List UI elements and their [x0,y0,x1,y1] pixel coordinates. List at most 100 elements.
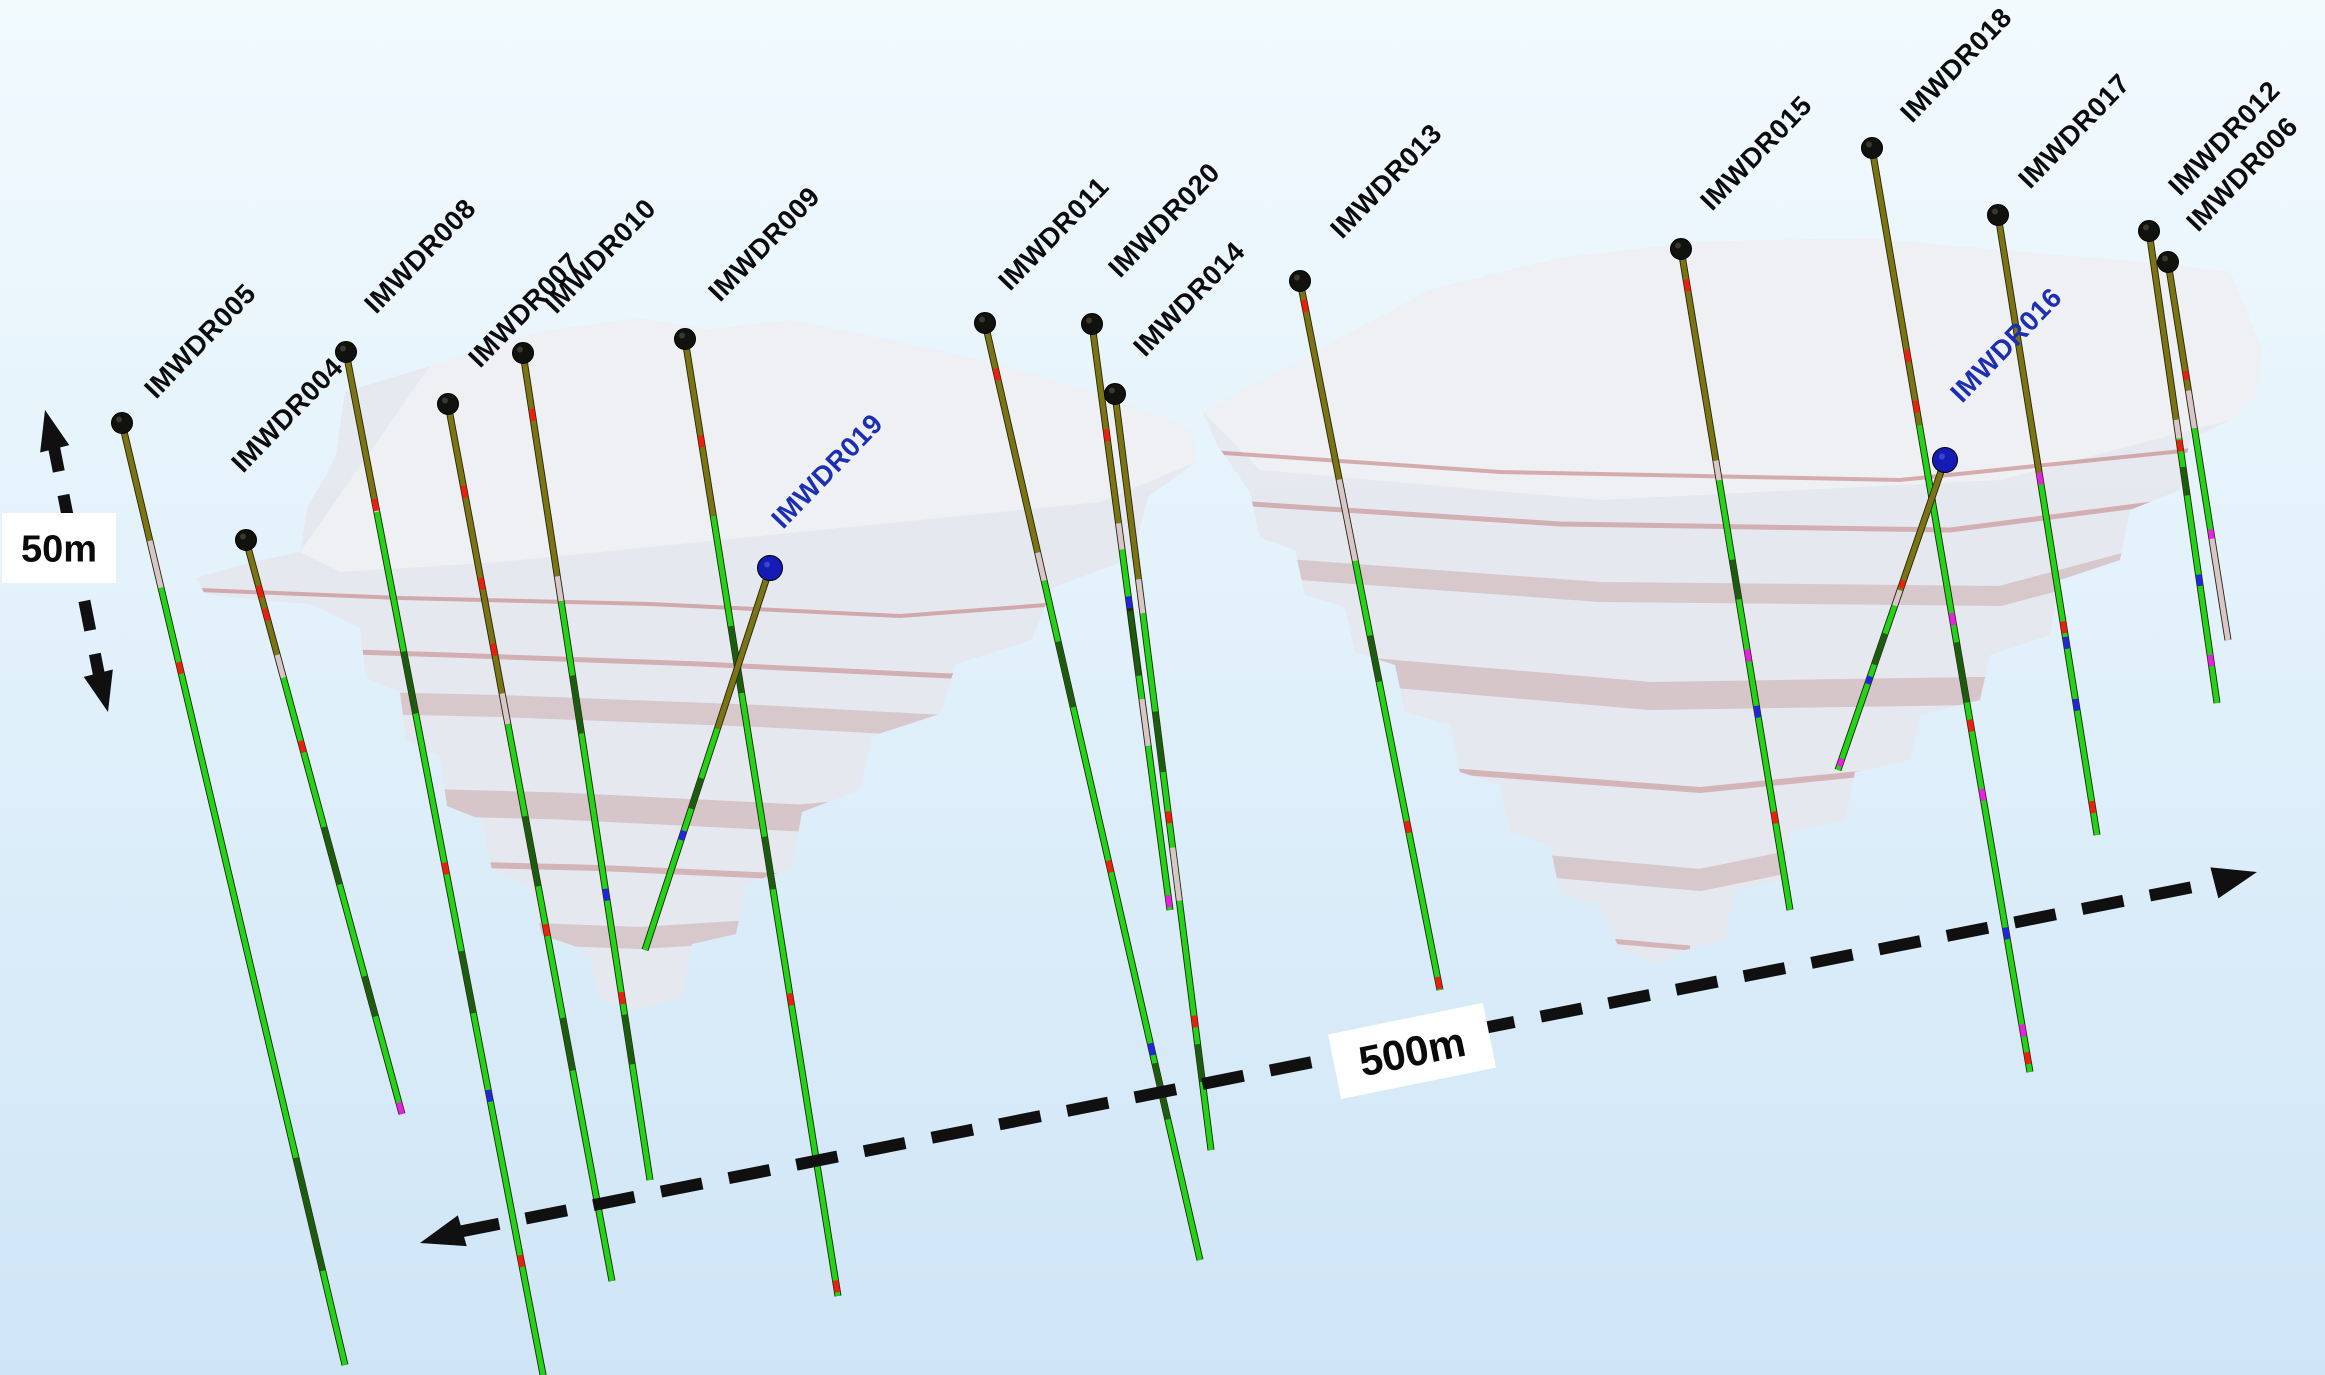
drillhole-IMWDR006[interactable] [2157,251,2232,641]
drillhole-interval-olive [682,338,716,517]
drillhole-tick-red [1434,976,1443,990]
drillhole-tick-red [297,740,307,754]
collar-sphere-IMWDR013[interactable] [1289,270,1311,292]
drillhole-interval-olive [1995,214,2043,476]
drillhole-IMWDR017[interactable] [1987,204,2101,836]
drillhole-interval-darkgreen [522,815,541,887]
collar-sphere-highlight [1675,242,1681,249]
drillhole-interval-pink [1035,551,1047,582]
drillhole-interval-olive [2146,230,2179,421]
collar-sphere-IMWDR008[interactable] [335,341,357,363]
collar-sphere-IMWDR019[interactable] [757,555,783,581]
arrow-right-icon [2210,867,2257,899]
drillhole-tick-magenta [1978,788,1987,802]
east-pit-shell[interactable] [1203,238,2262,965]
drillhole-interval-darkgreen [2180,466,2190,496]
east-pit-shell-top-face [1203,238,2262,500]
drillhole-IMWDR014[interactable] [1104,383,1215,1151]
drillhole-tick-blue [678,829,687,841]
drillhole-tick-red [618,991,626,1005]
drillhole-interval-olive [1897,459,1948,592]
drillhole-tick-red [1771,811,1779,824]
collar-sphere-highlight [679,332,685,339]
drillhole-IMWDR019[interactable] [641,555,783,952]
collar-sphere-IMWDR012[interactable] [2138,220,2160,242]
collar-sphere-IMWDR004[interactable] [235,529,257,551]
drillhole-tick-red [697,435,705,448]
drillhole-tick-red [441,862,450,875]
collar-sphere-IMWDR009[interactable] [674,328,696,350]
drillhole-IMWDR008[interactable] [335,341,547,1375]
collar-sphere-highlight [340,345,346,352]
drillhole-IMWDR004[interactable] [235,529,406,1115]
collar-sphere-IMWDR015[interactable] [1670,238,1692,260]
drillhole-interval-darkgreen [569,675,584,734]
drillhole-interval-olive [982,322,1041,554]
drillhole-tick-red [460,485,469,499]
collar-sphere-IMWDR020[interactable] [1081,313,1103,335]
collar-sphere-highlight [240,533,246,540]
drillhole-IMWDR005[interactable] [111,412,349,1366]
drillhole-tick-red [542,923,551,937]
drillhole-interval-olive [119,422,153,542]
drillhole-IMWDR018[interactable] [1861,137,2034,1073]
collar-sphere-IMWDR010[interactable] [512,342,534,364]
drillhole-tick-magenta [1165,894,1173,908]
drillhole-IMWDR016[interactable] [1834,447,1958,772]
drillhole-tick-blue [602,888,610,902]
collar-sphere-IMWDR006[interactable] [2157,251,2179,273]
drillhole-interval-darkgreen [1367,634,1382,683]
drillhole-interval-pink [1115,522,1125,550]
drillhole-tick-red [262,608,271,622]
collar-sphere-IMWDR017[interactable] [1987,204,2009,226]
drillhole-IMWDR009[interactable] [674,328,842,1297]
drillhole-IMWDR012[interactable] [2138,220,2221,704]
drillhole-tick-red [1103,429,1111,442]
drillhole-interval-darkgreen [761,836,776,890]
collar-sphere-IMWDR011[interactable] [974,312,996,334]
collar-sphere-highlight [1294,274,1300,281]
collar-sphere-IMWDR005[interactable] [111,412,133,434]
drillhole-tick-red [2023,1051,2032,1065]
drillholes-layer [111,137,2232,1375]
drillhole-IMWDR010[interactable] [512,342,654,1181]
drillhole-interval-olive [1297,280,1342,481]
drillhole-IMWDR013[interactable] [1289,270,1444,991]
collar-sphere-highlight [1992,208,1998,215]
drillhole-interval-darkgreen [1055,640,1076,708]
west-pit-shell-bench-band [199,588,1141,619]
east-pit-shell-bench-band [1209,442,2251,483]
drillhole-interval-darkgreen [728,625,745,694]
drillhole-tick-red [832,1280,841,1293]
drillhole-interval-darkgreen [622,1014,635,1065]
drillhole-interval-darkgreen [293,1157,326,1272]
collar-sphere-IMWDR016[interactable] [1932,447,1958,473]
drillhole-interval-pink [1170,847,1182,901]
collar-sphere-IMWDR007[interactable] [437,393,459,415]
drillhole-interval-darkgreen [362,975,378,1018]
drillhole-tick-blue [1125,596,1133,609]
drillhole-interval-green [1835,604,1898,771]
collar-sphere-highlight [1866,141,1872,148]
collar-sphere-IMWDR018[interactable] [1861,137,1883,159]
drillhole-interval-darkgreen [401,651,419,715]
collar-sphere-highlight [979,316,985,323]
drillhole-tick-blue [1753,705,1761,719]
drillhole-interval-green [1916,424,2033,1073]
drillhole-tick-magenta [1836,757,1845,767]
drillhole-IMWDR007[interactable] [437,393,616,1282]
drillhole-tick-blue [2195,574,2203,587]
drillhole-IMWDR015[interactable] [1670,238,1794,911]
drillhole-interval-pink [1336,479,1358,562]
drillhole-IMWDR020[interactable] [1081,313,1174,911]
collar-sphere-IMWDR014[interactable] [1104,383,1126,405]
drillhole-tick-red [1301,299,1309,313]
drillhole-IMWDR011[interactable] [974,312,1204,1261]
drillhole-interval-pink [2185,390,2197,429]
drillhole-interval-green [1119,549,1132,600]
drillhole-interval-darkgreen [1729,559,1742,600]
drillhole-interval-pink [147,540,164,589]
collar-sphere-highlight [1086,317,1092,324]
drillhole-tick-red [528,408,537,422]
